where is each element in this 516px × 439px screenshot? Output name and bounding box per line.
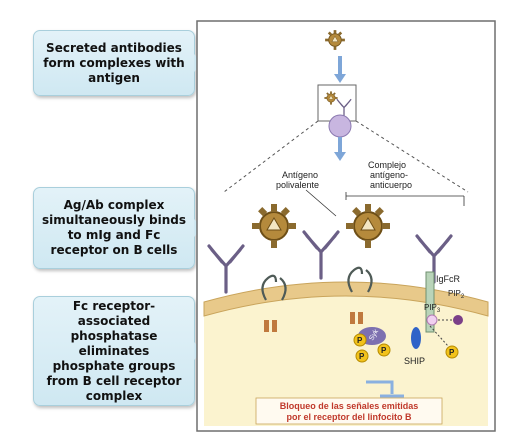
svg-text:P: P bbox=[357, 336, 363, 345]
label-complex-2: antígeno- bbox=[370, 170, 408, 180]
arrow-head-1 bbox=[334, 74, 346, 83]
callout-phosphatase: Fc receptor-associated phosphatase elimi… bbox=[33, 296, 203, 406]
phosphate-released: P bbox=[445, 345, 459, 359]
block-arrow bbox=[366, 380, 394, 394]
zoom-line-right bbox=[355, 120, 469, 193]
ig-alpha-beta-1 bbox=[261, 274, 287, 301]
b-cell-inhibition-figure: Antígeno polivalente Complejo antígeno- … bbox=[196, 20, 496, 432]
label-complex-3: anticuerpo bbox=[370, 180, 412, 190]
fc-receptor bbox=[425, 271, 435, 333]
callout-text-2: Ag/Ab complex simultaneously binds to mI… bbox=[42, 198, 186, 257]
result-line-2: por el receptor del linfocito B bbox=[286, 412, 412, 422]
ship-phosphatase bbox=[411, 327, 421, 349]
phosphate-group: P bbox=[355, 349, 369, 363]
callout-text-3: Fc receptor-associated phosphatase elimi… bbox=[46, 298, 182, 403]
zoom-line-left bbox=[223, 120, 319, 193]
svg-text:P: P bbox=[449, 348, 455, 357]
result-line-1: Bloqueo de las señales emitidas bbox=[280, 401, 419, 411]
label-antigen-leader bbox=[305, 189, 337, 217]
zoom-b-cell-icon bbox=[328, 114, 352, 138]
label-igfcr: IgFcR bbox=[436, 274, 461, 284]
ship-action-arrow bbox=[429, 325, 449, 347]
svg-text:P: P bbox=[359, 352, 365, 361]
complex-bracket bbox=[345, 192, 465, 206]
label-pip2: PIP2 bbox=[448, 289, 465, 300]
phosphate-group: P bbox=[377, 343, 391, 357]
callout-complex-binding: Ag/Ab complex simultaneously binds to mI… bbox=[33, 187, 203, 269]
label-pip3: PIP3 bbox=[424, 303, 441, 314]
svg-text:P: P bbox=[381, 346, 387, 355]
itam-tails bbox=[264, 312, 363, 332]
pip3-icon bbox=[426, 314, 438, 326]
label-ship: SHIP bbox=[404, 356, 425, 366]
ig-alpha-beta-2 bbox=[347, 266, 373, 293]
pip2-icon bbox=[453, 315, 463, 325]
label-antigen: Antígeno bbox=[282, 170, 318, 180]
arrow-head-2 bbox=[334, 152, 346, 161]
label-antigen-2: polivalente bbox=[276, 180, 319, 190]
phosphate-group: P bbox=[353, 333, 367, 347]
label-complex: Complejo bbox=[368, 160, 406, 170]
callout-secreted-antibodies: Secreted antibodies form complexes with … bbox=[33, 30, 203, 96]
result-box bbox=[255, 397, 443, 425]
callout-text-1: Secreted antibodies form complexes with … bbox=[43, 40, 185, 85]
